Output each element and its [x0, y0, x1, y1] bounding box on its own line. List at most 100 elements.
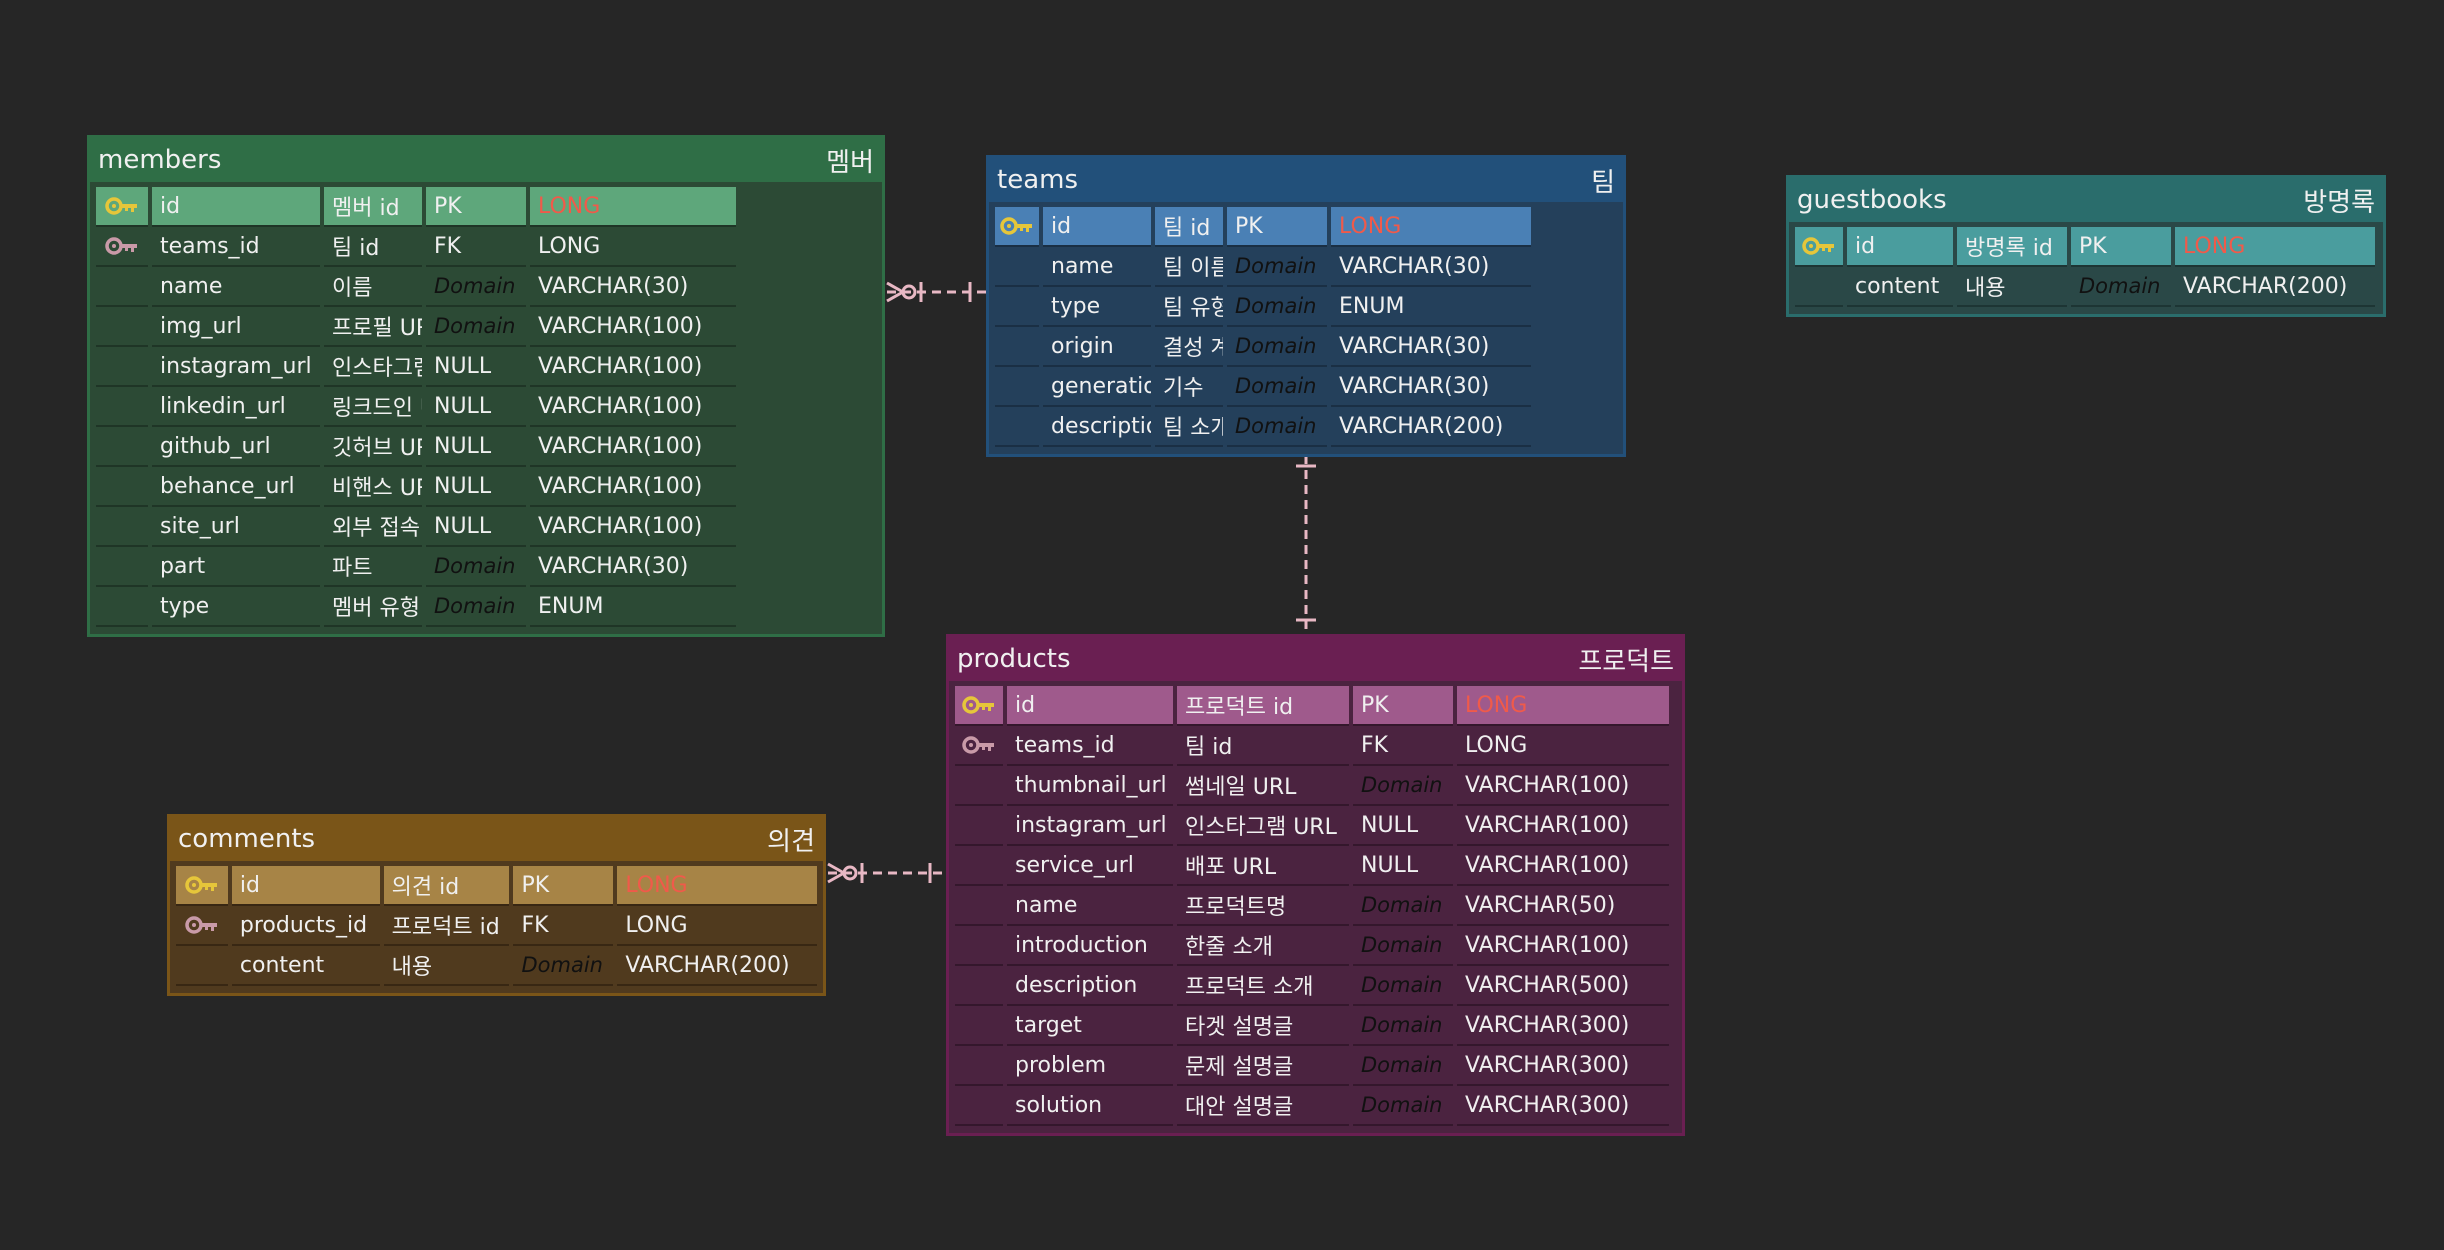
- column-name: name: [152, 267, 320, 307]
- table-label: 의견: [767, 826, 815, 857]
- column-name: name: [1043, 247, 1151, 287]
- column-description: 프로덕트 id: [1177, 686, 1349, 726]
- key-cell: [955, 766, 1003, 806]
- column-description: 팀 id: [1155, 207, 1223, 247]
- column-constraint: NULL: [426, 347, 526, 387]
- key-cell: [96, 227, 148, 267]
- key-cell: [955, 726, 1003, 766]
- column-type: VARCHAR(500): [1457, 966, 1669, 1006]
- column-type: VARCHAR(50): [1457, 886, 1669, 926]
- column-type: LONG: [1457, 686, 1669, 726]
- column-type: VARCHAR(100): [1457, 846, 1669, 886]
- table-name: teams: [997, 165, 1078, 195]
- table-header[interactable]: comments 의견: [170, 817, 823, 861]
- key-cell: [176, 946, 228, 986]
- column-constraint: PK: [1227, 207, 1327, 247]
- column-name: description: [1007, 966, 1173, 1006]
- key-cell: [995, 247, 1039, 287]
- column-constraint: NULL: [426, 387, 526, 427]
- column-name: type: [1043, 287, 1151, 327]
- column-type: VARCHAR(100): [530, 347, 736, 387]
- column-name: generation: [1043, 367, 1151, 407]
- column-name: id: [1007, 686, 1173, 726]
- column-constraint: NULL: [426, 467, 526, 507]
- column-name: thumbnail_url: [1007, 766, 1173, 806]
- column-constraint: Domain: [1353, 926, 1453, 966]
- key-cell: [96, 267, 148, 307]
- column-name: teams_id: [152, 227, 320, 267]
- column-type: VARCHAR(100): [530, 507, 736, 547]
- column-description: 프로덕트 소개: [1177, 966, 1349, 1006]
- column-constraint: Domain: [1227, 287, 1327, 327]
- column-type: VARCHAR(300): [1457, 1086, 1669, 1126]
- column-description: 팀 유형: [1155, 287, 1223, 327]
- column-type: ENUM: [1331, 287, 1531, 327]
- column-constraint: NULL: [426, 507, 526, 547]
- table-name: comments: [178, 824, 316, 854]
- column-constraint: PK: [426, 187, 526, 227]
- column-name: part: [152, 547, 320, 587]
- table-name: products: [957, 644, 1071, 674]
- column-name: id: [1043, 207, 1151, 247]
- column-row[interactable]: generation기수DomainVARCHAR(30): [995, 367, 1617, 407]
- table-name: members: [98, 145, 222, 175]
- column-constraint: Domain: [426, 587, 526, 627]
- column-description: 내용: [383, 946, 510, 986]
- column-description: 배포 URL: [1177, 846, 1349, 886]
- column-type: VARCHAR(30): [530, 267, 736, 307]
- column-description: 프로필 URL: [324, 307, 422, 347]
- column-type: VARCHAR(100): [530, 427, 736, 467]
- column-constraint: Domain: [426, 307, 526, 347]
- key-cell: [96, 187, 148, 227]
- key-cell: [955, 1006, 1003, 1046]
- key-cell: [995, 207, 1039, 247]
- column-description: 팀 id: [324, 227, 422, 267]
- key-cell: [955, 846, 1003, 886]
- column-type: VARCHAR(300): [1457, 1006, 1669, 1046]
- column-description: 의견 id: [383, 866, 510, 906]
- column-constraint: Domain: [1353, 1086, 1453, 1126]
